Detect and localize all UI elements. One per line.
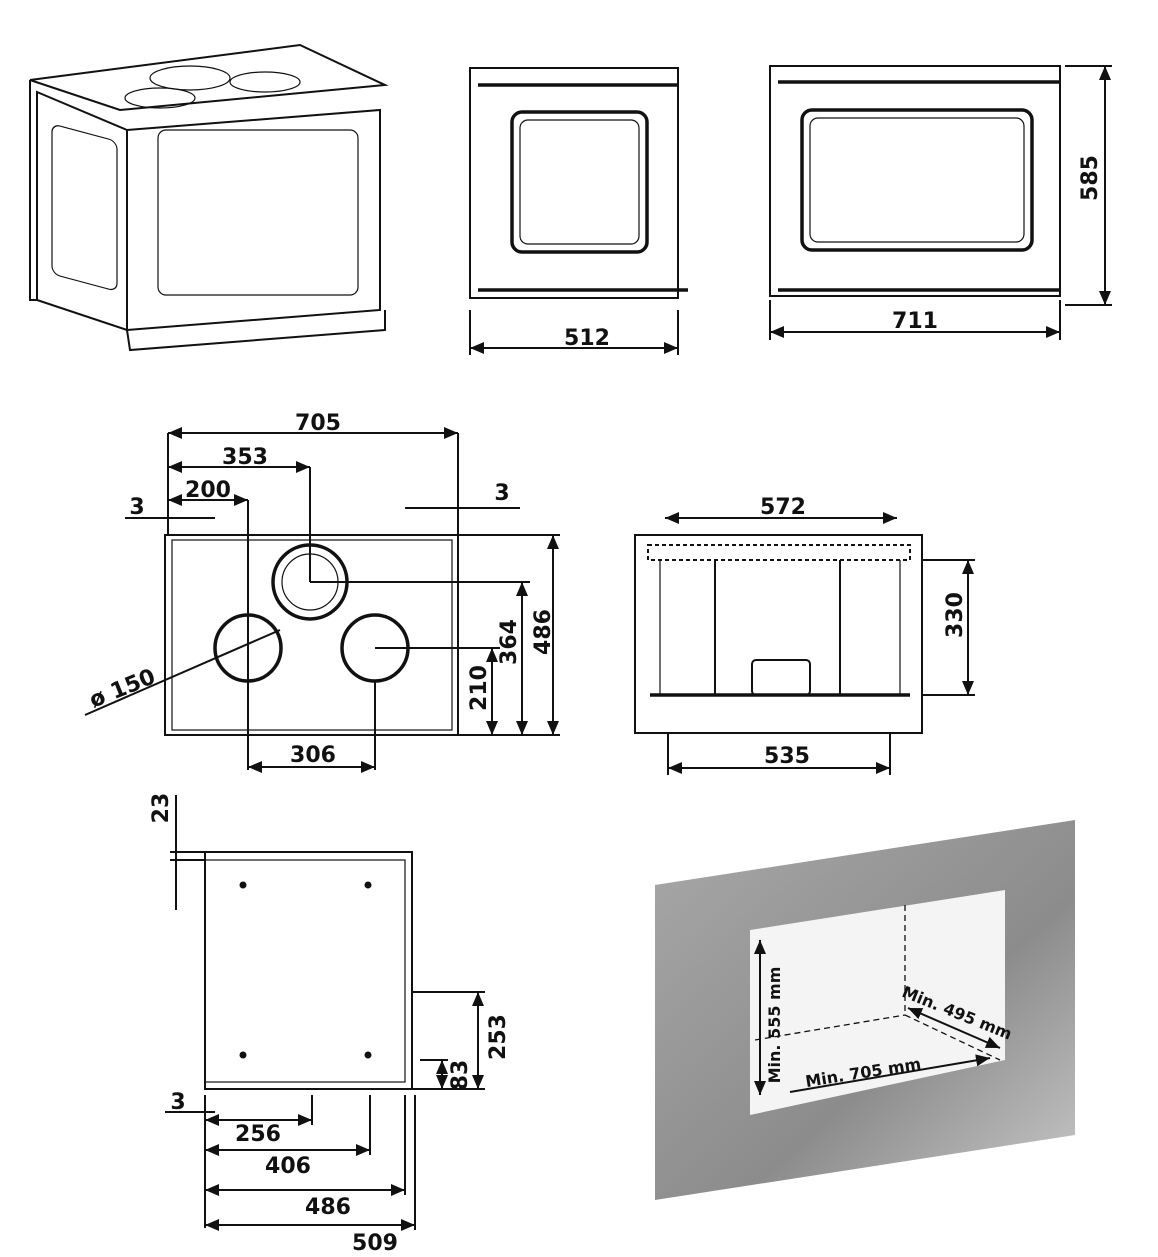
height-label: 585 bbox=[1078, 155, 1103, 201]
dim-406-label: 406 bbox=[265, 1154, 311, 1179]
niche-opening bbox=[750, 890, 1005, 1115]
min-height-label: Min. 555 mm bbox=[765, 967, 784, 1084]
vent-diameter-label: ø 150 bbox=[86, 665, 159, 714]
left-offset-label: 200 bbox=[185, 478, 231, 503]
flue-depth-label: 364 bbox=[497, 619, 522, 665]
front-width-label: 512 bbox=[564, 326, 610, 351]
dim-256-label: 256 bbox=[235, 1122, 281, 1147]
side-width-label: 711 bbox=[892, 309, 938, 334]
section-view: 572 535 330 bbox=[634, 495, 975, 775]
dim-486-label: 486 bbox=[305, 1195, 351, 1220]
base-view: 23 253 83 3 256 406 486 509 bbox=[149, 793, 511, 1256]
flue-center-label: 353 bbox=[222, 445, 268, 470]
depth-label: 486 bbox=[531, 609, 556, 655]
section-height-label: 330 bbox=[943, 592, 968, 638]
foot-height-label: 83 bbox=[448, 1060, 473, 1091]
section-bottom-width-label: 535 bbox=[764, 744, 810, 769]
section-top-width-label: 572 bbox=[760, 495, 806, 520]
front-view: 512 bbox=[469, 67, 688, 355]
niche-diagram: Min. 555 mm Min. 705 mm Min. 495 mm bbox=[655, 820, 1075, 1200]
isometric-view bbox=[29, 43, 389, 352]
vent-depth-label: 210 bbox=[467, 665, 492, 711]
plan-view: 705 353 200 3 3 486 364 210 ø 150 306 bbox=[84, 411, 560, 773]
side-view: 711 585 bbox=[769, 65, 1112, 340]
right-margin-label: 3 bbox=[494, 481, 509, 506]
vent-spacing-label: 306 bbox=[290, 743, 336, 768]
plan-width-label: 705 bbox=[295, 411, 341, 436]
base-left-margin-label: 3 bbox=[170, 1090, 185, 1115]
dim-509-label: 509 bbox=[352, 1231, 398, 1256]
top-offset-label: 23 bbox=[149, 793, 174, 824]
vent-height-label: 253 bbox=[486, 1014, 511, 1060]
left-margin-label: 3 bbox=[129, 495, 144, 520]
